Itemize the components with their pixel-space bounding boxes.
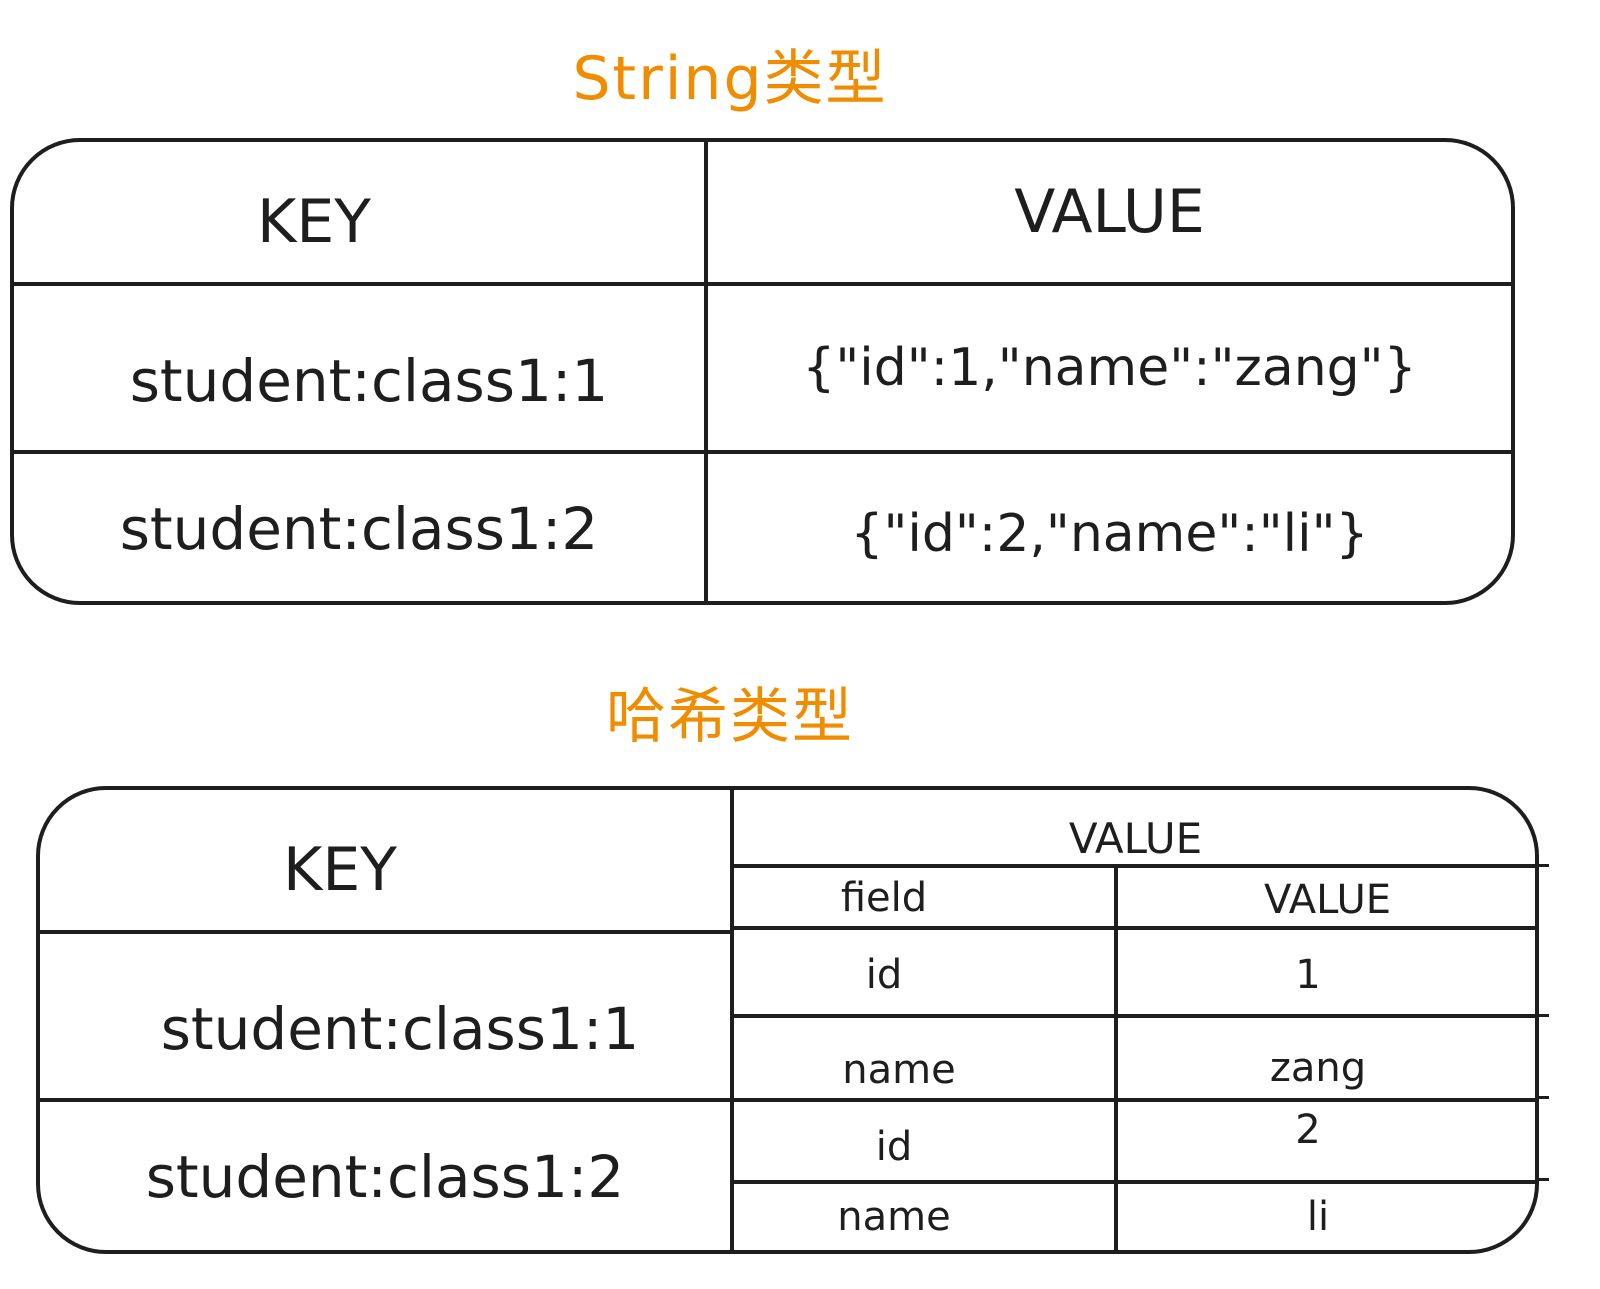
row1-value-2: zang: [1269, 1045, 1367, 1091]
sketch-overshoot: [1535, 864, 1549, 867]
subheader-divider: [734, 926, 1537, 930]
value-header-divider: [734, 864, 1537, 868]
hash-type-title: 哈希类型: [606, 682, 854, 752]
row2-field-2: name: [837, 1194, 951, 1240]
row-divider: [14, 450, 1511, 454]
key-header: KEY: [283, 835, 397, 905]
row-key-1: student:class1:1: [160, 995, 640, 1063]
sketch-overshoot: [1535, 1178, 1549, 1181]
entry-divider: [734, 1014, 1537, 1018]
column-divider: [704, 142, 708, 601]
value-header: VALUE: [1014, 177, 1205, 247]
row-divider: [40, 1098, 1537, 1102]
row2-field-1: id: [875, 1124, 913, 1170]
row1-field-2: name: [842, 1047, 956, 1093]
entry-divider: [734, 1180, 1537, 1184]
subcolumn-divider: [1114, 866, 1118, 1250]
value-header: VALUE: [1068, 813, 1203, 863]
header-divider: [40, 930, 734, 934]
key-header: KEY: [257, 187, 371, 257]
row-value-1: {"id":1,"name":"zang"}: [802, 338, 1417, 398]
string-type-table: KEY VALUE student:class1:1 {"id":1,"name…: [10, 138, 1515, 605]
hash-type-table: KEY VALUE field VALUE student:class1:1 i…: [36, 786, 1539, 1254]
row2-value-2: li: [1306, 1194, 1330, 1240]
value-subheader: VALUE: [1263, 877, 1391, 923]
sketch-overshoot: [1535, 1014, 1549, 1017]
sketch-overshoot: [1535, 1096, 1549, 1099]
row-value-2: {"id":2,"name":"li"}: [850, 504, 1369, 564]
field-subheader: field: [840, 875, 928, 921]
string-type-title: String类型: [572, 44, 888, 114]
column-divider: [730, 790, 734, 1250]
row1-value-1: 1: [1295, 952, 1321, 998]
row-divider: [14, 282, 1511, 286]
row-key-2: student:class1:2: [145, 1143, 625, 1211]
row2-value-1: 2: [1295, 1107, 1321, 1153]
row-key-1: student:class1:1: [129, 347, 609, 415]
row-key-2: student:class1:2: [119, 495, 599, 563]
row1-field-1: id: [865, 952, 903, 998]
